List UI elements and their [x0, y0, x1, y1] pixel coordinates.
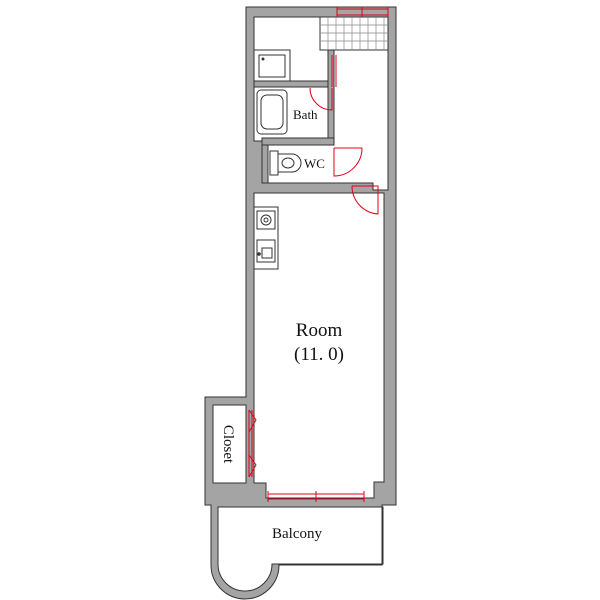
partitions: [253, 49, 335, 184]
closet-label: Closet: [220, 425, 236, 464]
tiled-area: [319, 16, 389, 51]
wc-label: WC: [304, 156, 325, 171]
stove-icon: [256, 210, 276, 230]
washing-machine-icon: [258, 54, 286, 78]
doors: [248, 7, 389, 502]
sink-icon: [256, 239, 276, 263]
room-label: Room: [296, 320, 343, 341]
walls: [204, 6, 397, 600]
drain-icon: [261, 57, 265, 61]
balcony-label: Balcony: [272, 526, 322, 542]
bathtub-inner: [260, 94, 284, 130]
bath-label: Bath: [293, 107, 318, 122]
toilet-icon: [269, 150, 302, 176]
room-size-label: (11. 0): [294, 344, 344, 365]
